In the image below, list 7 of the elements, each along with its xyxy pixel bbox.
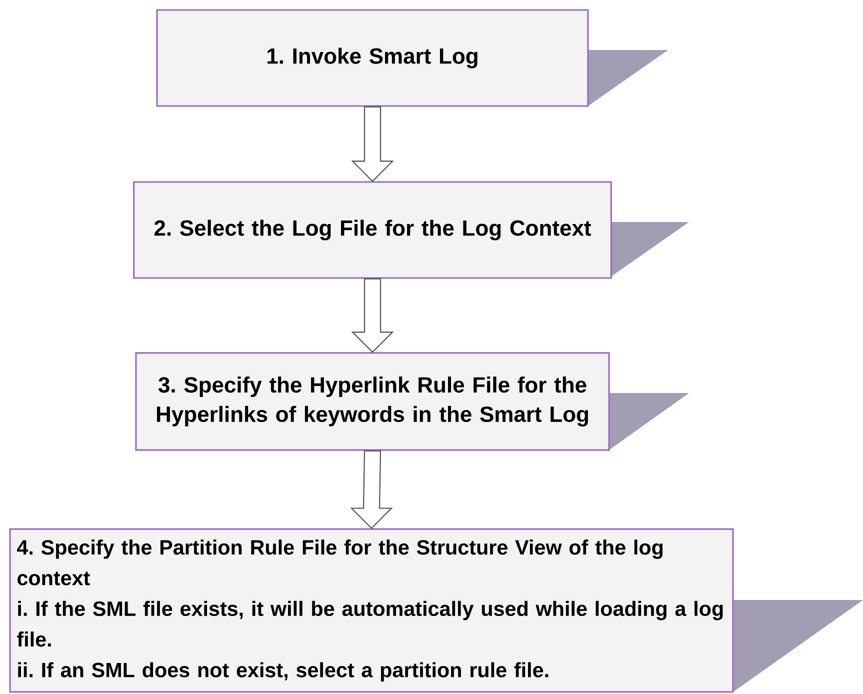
process-box: 1. Invoke Smart Log: [156, 9, 589, 107]
process-box: 4. Specify the Partition Rule File for the Structure View of the log context i. If the SML file exists, it will be automatically used while loading a log file. ii. If an SML does not exist, select a partition rule file.: [9, 528, 734, 693]
block-arrow: [350, 450, 393, 529]
block-arrow: [351, 278, 394, 353]
process-box: 3. Specify the Hyperlink Rule File for the Hyperlinks of keywords in the Smart Log: [135, 352, 610, 451]
process-box: 2. Select the Log File for the Log Context: [133, 181, 612, 279]
block-arrow: [351, 106, 394, 182]
